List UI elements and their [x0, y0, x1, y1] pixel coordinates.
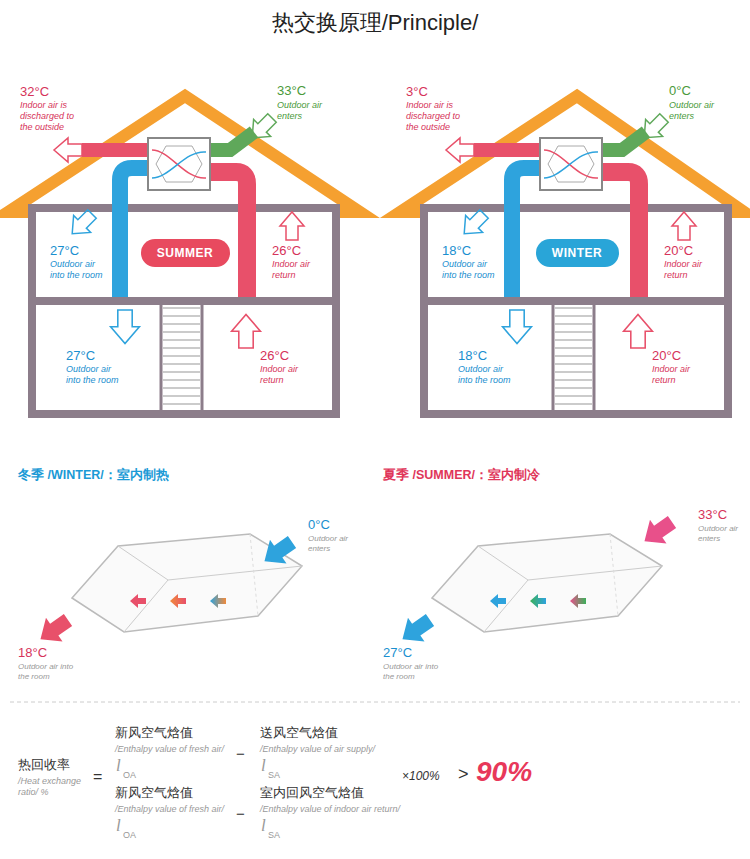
diagram-label: /Enthalpy value of air supply/: [260, 744, 375, 754]
diagram-label: 3°C: [406, 84, 468, 100]
diagram-label: 90%: [476, 756, 532, 788]
season-badge: WINTER: [536, 239, 619, 267]
diagram-label: /Enthalpy value of fresh air/: [115, 744, 224, 754]
diagram-label: Outdoor air into the room: [18, 662, 78, 681]
diagram-label: 27°C: [66, 348, 124, 364]
diagram-label: 20°C: [664, 243, 719, 259]
diagram-label: Indoor air return: [652, 364, 712, 386]
diagram-label: Outdoor air into the room: [458, 364, 516, 386]
diagram-label: Outdoor air enters: [698, 524, 746, 543]
diagram-label: =: [93, 768, 102, 786]
diagram-label: Outdoor air into the room: [66, 364, 124, 386]
diagram-label: /Enthalpy value of indoor air return/: [260, 804, 400, 814]
diagram-label: Indoor air return: [664, 259, 719, 281]
diagram-label: 33°C: [698, 508, 727, 523]
season-badge: SUMMER: [141, 239, 230, 267]
diagram-label: Outdoor air into the room: [50, 259, 108, 281]
diagram-label: 室内回风空气焓值: [260, 786, 364, 801]
diagram-label: 夏季 /SUMMER/：室内制冷: [383, 468, 540, 482]
diagram-label: Outdoor air enters: [669, 100, 719, 122]
diagram-label: −: [236, 805, 245, 822]
badge-label: WINTER: [552, 246, 602, 260]
diagram-label: 27°C: [50, 243, 108, 259]
diagram-label: 26°C: [260, 348, 320, 364]
diagram-label: Outdoor air enters: [308, 534, 358, 553]
diagram-label: 18°C: [442, 243, 500, 259]
diagram-label: 新风空气焓值: [115, 726, 193, 741]
diagram-label: l: [116, 816, 121, 836]
diagram-label: 冬季 /WINTER/：室内制热: [18, 468, 169, 482]
diagram-label: OA: [123, 770, 136, 780]
diagram-label: 26°C: [272, 243, 327, 259]
diagram-label: l: [261, 756, 266, 776]
badge-label: SUMMER: [157, 246, 213, 260]
diagram-label: l: [116, 756, 121, 776]
diagram-label: /Heat exchange ratio/ %: [18, 776, 90, 798]
diagram-label: 20°C: [652, 348, 712, 364]
diagram-label: Indoor air return: [272, 259, 327, 281]
diagram-label: 33°C: [277, 84, 306, 99]
diagram-label: −: [236, 745, 245, 762]
diagram-label: Outdoor air into the room: [383, 662, 443, 681]
diagram-label: SA: [268, 770, 280, 780]
diagram-label: 18°C: [458, 348, 516, 364]
diagram-label: ×100%: [402, 770, 440, 784]
diagram-label: OA: [123, 830, 136, 840]
diagram-label: >: [458, 764, 469, 785]
diagram-title: 热交换原理/Principle/: [0, 10, 750, 35]
diagram-label: l: [261, 816, 266, 836]
diagram-label: 27°C: [383, 646, 412, 661]
diagram-label: SA: [268, 830, 280, 840]
diagram-label: 0°C: [669, 84, 691, 99]
diagram-label: 0°C: [308, 518, 330, 533]
diagram-label: 热回收率: [18, 758, 70, 773]
diagram-label: Indoor air is discharged to the outside: [406, 100, 468, 132]
diagram-label: 18°C: [18, 646, 47, 661]
diagram-label: 送风空气焓值: [260, 726, 338, 741]
diagram-label: 新风空气焓值: [115, 786, 193, 801]
diagram-label: Outdoor air into the room: [442, 259, 500, 281]
diagram-label: Indoor air return: [260, 364, 320, 386]
diagram-label: 32°C: [20, 84, 82, 100]
diagram-label: Indoor air is discharged to the outside: [20, 100, 82, 132]
diagram-label: /Enthalpy value of fresh air/: [115, 804, 224, 814]
diagram-label: Outdoor air enters: [277, 100, 327, 122]
